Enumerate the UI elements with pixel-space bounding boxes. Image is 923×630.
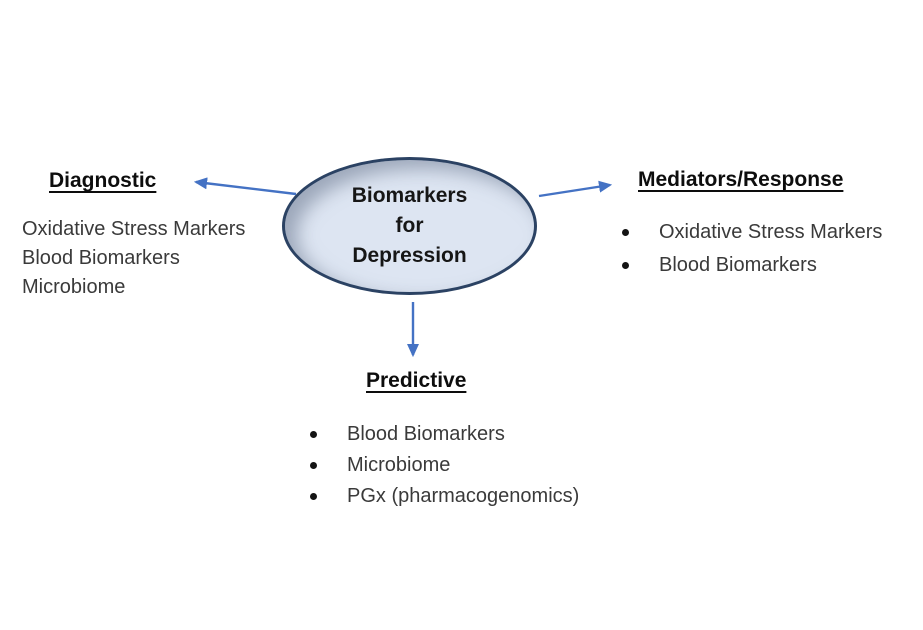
bullet-icon: [310, 431, 317, 438]
diagnostic-list: Oxidative Stress Markers Blood Biomarker…: [22, 215, 245, 302]
list-item: Blood Biomarkers: [22, 247, 180, 269]
bullet-icon: [310, 462, 317, 469]
bullet-icon: [622, 262, 629, 269]
central-node: Biomarkers for Depression: [282, 157, 537, 295]
list-item-label: Oxidative Stress Markers: [659, 221, 883, 243]
mediators-response-heading: Mediators/Response: [638, 168, 844, 191]
list-item: Blood Biomarkers: [622, 249, 882, 282]
list-item-label: PGx (pharmacogenomics): [347, 485, 580, 507]
list-item-label: Blood Biomarkers: [347, 423, 505, 445]
list-item: Oxidative Stress Markers: [22, 218, 246, 240]
central-node-line2: for: [395, 214, 424, 237]
central-node-line1: Biomarkers: [351, 184, 468, 207]
list-item: Blood Biomarkers: [310, 419, 579, 450]
central-node-line3: Depression: [352, 244, 467, 267]
bullet-icon: [310, 493, 317, 500]
list-item-label: Blood Biomarkers: [659, 254, 817, 276]
bullet-icon: [622, 229, 629, 236]
predictive-heading: Predictive: [366, 369, 467, 392]
list-item: Oxidative Stress Markers: [622, 216, 882, 249]
diagnostic-heading: Diagnostic: [49, 169, 157, 192]
list-item-label: Microbiome: [347, 454, 451, 476]
predictive-list: Blood Biomarkers Microbiome PGx (pharmac…: [310, 419, 579, 512]
mediators-response-list: Oxidative Stress Markers Blood Biomarker…: [622, 216, 882, 282]
list-item: Microbiome: [310, 450, 579, 481]
list-item: PGx (pharmacogenomics): [310, 481, 579, 512]
arrow-to-mediators: [538, 180, 613, 198]
list-item: Microbiome: [22, 276, 126, 298]
arrow-to-diagnostic: [193, 177, 297, 196]
